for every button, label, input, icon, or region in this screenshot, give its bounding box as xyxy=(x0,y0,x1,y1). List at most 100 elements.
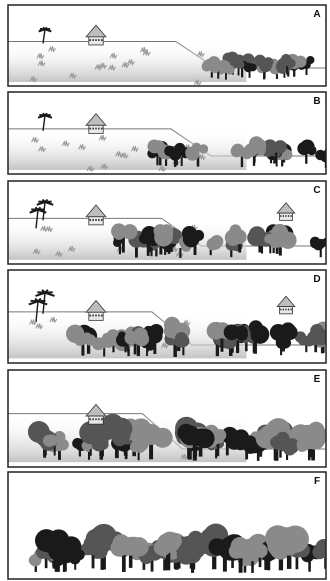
grass-tuft xyxy=(126,58,135,66)
grass-tuft xyxy=(180,453,189,461)
panel-label-d: D xyxy=(313,274,320,285)
grass-tuft xyxy=(197,153,206,161)
panel-d: D xyxy=(7,269,327,364)
tree xyxy=(297,139,317,164)
grass-tuft xyxy=(182,319,191,327)
grass-tuft xyxy=(29,318,37,326)
tree xyxy=(223,324,248,353)
panel-border xyxy=(7,269,327,364)
panel-border xyxy=(7,369,327,468)
panel-b: B xyxy=(7,91,327,175)
tree xyxy=(154,531,182,571)
tree xyxy=(106,417,133,459)
grass-tuft xyxy=(130,145,139,153)
panel-border xyxy=(7,180,327,265)
grass-tuft xyxy=(38,145,47,153)
tree xyxy=(224,224,247,253)
tree xyxy=(315,149,326,168)
tree xyxy=(208,58,230,79)
tree xyxy=(277,53,296,75)
hut xyxy=(85,112,107,134)
hut xyxy=(85,204,107,226)
panel-label-b: B xyxy=(313,96,320,107)
tree xyxy=(306,324,326,353)
grass-tuft xyxy=(94,63,103,71)
grass-tuft xyxy=(48,45,57,53)
palm-tree xyxy=(35,289,55,314)
grass-tuft xyxy=(121,61,130,69)
panel-f: F xyxy=(7,471,327,580)
grass-tuft xyxy=(196,50,205,58)
grass-tuft xyxy=(68,72,77,80)
panel-e: E xyxy=(7,369,327,468)
tree xyxy=(312,538,326,569)
grass-tuft xyxy=(29,75,38,83)
tree xyxy=(262,139,287,164)
hut xyxy=(276,202,296,221)
tree xyxy=(42,434,58,456)
tree xyxy=(177,423,215,461)
panel-border xyxy=(7,4,327,87)
panel-a: A xyxy=(7,4,327,87)
tree xyxy=(248,320,270,354)
panel-label-e: E xyxy=(314,374,321,385)
tree xyxy=(174,332,190,356)
tree xyxy=(309,236,326,258)
tree xyxy=(264,233,282,254)
grass-tuft xyxy=(61,140,70,148)
tree xyxy=(278,438,299,461)
tree xyxy=(110,536,143,572)
grass-tuft xyxy=(98,134,107,142)
grass-tuft xyxy=(31,136,40,144)
tree xyxy=(206,235,224,256)
hut xyxy=(276,295,296,315)
grass-tuft xyxy=(67,245,76,253)
grass-tuft xyxy=(120,152,129,160)
tree xyxy=(228,537,260,573)
hut xyxy=(85,403,107,425)
grass-tuft xyxy=(108,64,117,72)
tree xyxy=(253,54,274,79)
grass-tuft xyxy=(109,52,118,60)
tree xyxy=(90,431,109,457)
grass-tuft xyxy=(161,342,169,350)
palm-tree xyxy=(38,26,52,44)
grass-tuft xyxy=(55,250,63,258)
grass-tuft xyxy=(45,225,54,233)
grass-tuft xyxy=(37,60,46,68)
tree xyxy=(181,225,205,255)
tree xyxy=(269,322,298,352)
grass-tuft xyxy=(86,165,95,173)
panel-border xyxy=(7,91,327,175)
palm-tree xyxy=(37,112,53,131)
tree xyxy=(176,542,205,573)
tree xyxy=(153,224,174,255)
grass-tuft xyxy=(193,79,202,86)
hut xyxy=(85,299,107,321)
tree xyxy=(66,324,97,356)
tree xyxy=(267,525,309,569)
tree xyxy=(124,327,150,355)
tree xyxy=(244,136,267,163)
tree xyxy=(91,337,114,357)
grass-tuft xyxy=(100,163,109,171)
panel-border xyxy=(7,471,327,580)
grass-tuft xyxy=(99,62,108,70)
hut xyxy=(85,24,107,46)
grass-tuft xyxy=(36,52,45,60)
grass-tuft xyxy=(35,322,44,330)
panel-label-a: A xyxy=(313,9,320,20)
tree xyxy=(164,142,186,167)
tree xyxy=(48,536,82,572)
grass-tuft xyxy=(32,248,41,256)
grass-tuft xyxy=(78,143,87,151)
tree xyxy=(111,223,138,253)
panel-c: C xyxy=(7,180,327,265)
panel-label-f: F xyxy=(314,476,320,487)
grass-tuft xyxy=(142,49,151,57)
tree xyxy=(296,435,319,461)
tree xyxy=(129,439,149,461)
palm-tree xyxy=(28,297,48,322)
tree xyxy=(185,142,209,167)
